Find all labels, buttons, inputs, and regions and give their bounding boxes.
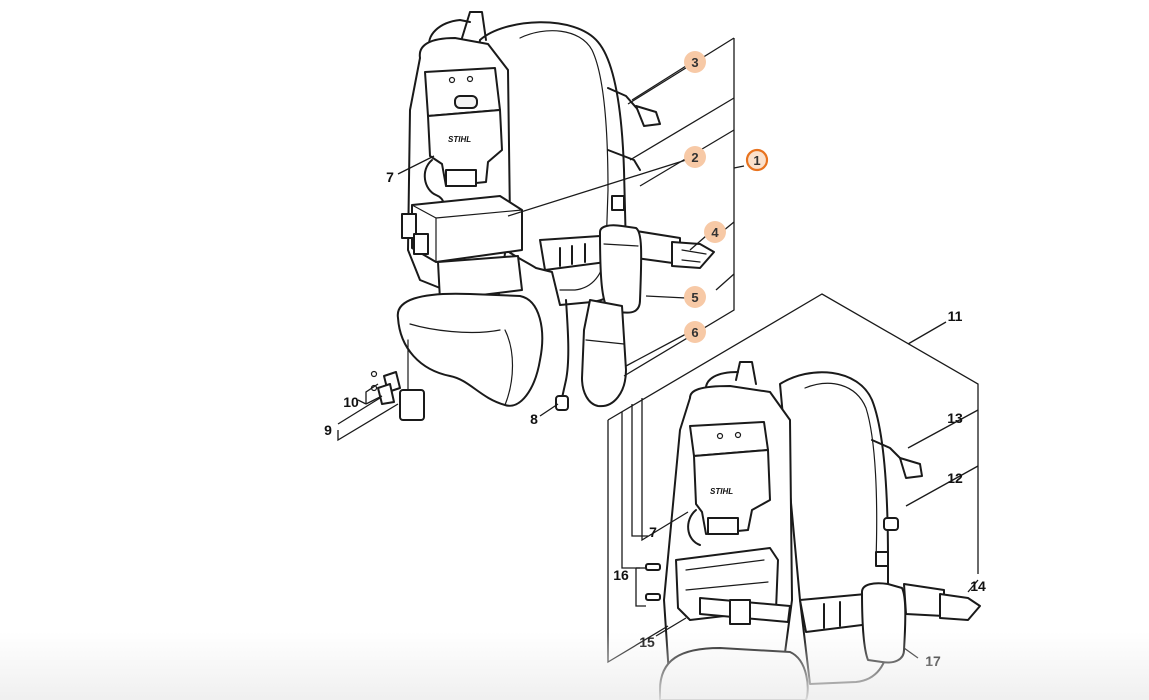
- brand-label-lower: STIHL: [710, 487, 733, 496]
- callout-8[interactable]: 8: [530, 411, 538, 427]
- callout-16[interactable]: 16: [613, 567, 629, 583]
- svg-text:6: 6: [691, 325, 698, 340]
- svg-text:4: 4: [711, 225, 719, 240]
- callout-2[interactable]: 2: [684, 146, 706, 168]
- svg-text:3: 3: [691, 55, 698, 70]
- callout-11[interactable]: 11: [948, 308, 963, 324]
- svg-text:2: 2: [691, 150, 698, 165]
- callout-13[interactable]: 13: [947, 410, 963, 426]
- callout-3[interactable]: 3: [684, 51, 706, 73]
- callout-5[interactable]: 5: [684, 286, 706, 308]
- callout-1-selected[interactable]: 1: [745, 148, 769, 172]
- callout-10[interactable]: 10: [343, 394, 359, 410]
- callout-7-upper[interactable]: 7: [386, 169, 394, 185]
- brand-label-upper: STIHL: [448, 135, 471, 144]
- callout-9[interactable]: 9: [324, 422, 332, 438]
- charger-parts: [370, 370, 425, 421]
- svg-text:1: 1: [753, 153, 760, 168]
- callout-14[interactable]: 14: [970, 578, 986, 594]
- bottom-fade: [0, 632, 1149, 700]
- callout-7-lower[interactable]: 7: [649, 524, 657, 540]
- callout-4[interactable]: 4: [704, 221, 726, 243]
- callout-6[interactable]: 6: [684, 321, 706, 343]
- callout-12[interactable]: 12: [947, 470, 963, 486]
- svg-text:5: 5: [691, 290, 698, 305]
- backpack-assembly-upper: STIHL: [396, 11, 715, 411]
